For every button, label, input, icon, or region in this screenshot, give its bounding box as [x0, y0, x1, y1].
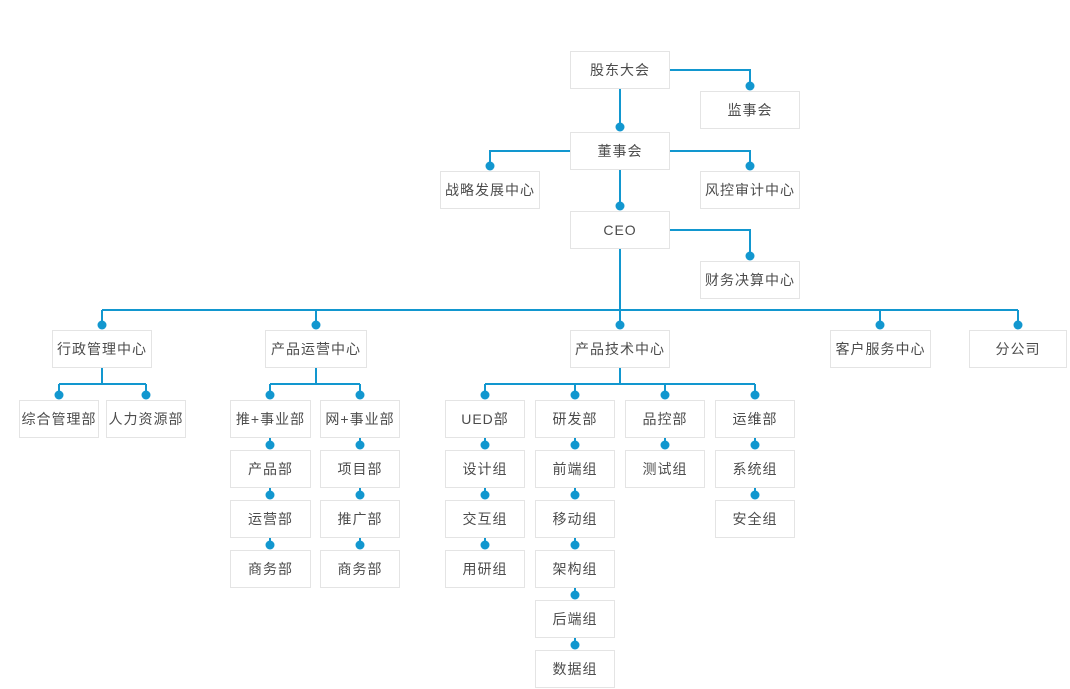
org-node-board: 董事会: [570, 132, 670, 170]
org-node-ceo: CEO: [570, 211, 670, 249]
org-node-branch-company: 分公司: [969, 330, 1067, 368]
org-node-product-tech-center: 产品技术中心: [570, 330, 670, 368]
org-node-admin-center: 行政管理中心: [52, 330, 152, 368]
org-node-design-team: 设计组: [445, 450, 525, 488]
org-node-finance-center: 财务决算中心: [700, 261, 800, 299]
edge-ceo-centers-bus: [97, 249, 1023, 330]
org-node-customer-service-center: 客户服务中心: [830, 330, 931, 368]
org-node-hr-dept: 人力资源部: [106, 400, 186, 438]
org-node-testing-team: 测试组: [625, 450, 705, 488]
edge-admin-children: [54, 368, 151, 400]
org-node-frontend-team: 前端组: [535, 450, 615, 488]
edge-stack-tui-division: [265, 438, 275, 550]
org-node-general-mgmt-dept: 综合管理部: [19, 400, 99, 438]
org-node-architecture-team: 架构组: [535, 550, 615, 588]
edge-product-ops-children: [265, 368, 365, 400]
org-node-shareholders: 股东大会: [570, 51, 670, 89]
edge-board-strategy: [485, 150, 570, 171]
org-node-project-dept: 项目部: [320, 450, 400, 488]
org-node-rnd-dept: 研发部: [535, 400, 615, 438]
edge-stack-rnd: [570, 438, 580, 650]
org-node-supervisory: 监事会: [700, 91, 800, 129]
org-node-product-dept: 产品部: [230, 450, 311, 488]
org-node-product-ops-center: 产品运营中心: [265, 330, 367, 368]
edge-board-risk-audit: [670, 150, 755, 171]
org-node-wang-division: 网+事业部: [320, 400, 400, 438]
org-node-om-dept: 运维部: [715, 400, 795, 438]
org-node-backend-team: 后端组: [535, 600, 615, 638]
org-node-security-team: 安全组: [715, 500, 795, 538]
org-node-risk-audit-center: 风控审计中心: [700, 171, 800, 209]
org-node-interaction-team: 交互组: [445, 500, 525, 538]
org-node-mobile-team: 移动组: [535, 500, 615, 538]
org-node-business-dept-wang: 商务部: [320, 550, 400, 588]
org-node-data-team: 数据组: [535, 650, 615, 688]
edge-shareholders-board: [615, 89, 625, 132]
edge-stack-qc: [660, 438, 670, 450]
edge-ceo-finance: [670, 229, 755, 261]
edge-product-tech-children: [480, 368, 760, 400]
org-node-user-research-team: 用研组: [445, 550, 525, 588]
org-node-qc-dept: 品控部: [625, 400, 705, 438]
edge-board-ceo: [615, 170, 625, 211]
org-node-business-dept-tui: 商务部: [230, 550, 311, 588]
org-node-tui-division: 推+事业部: [230, 400, 311, 438]
org-node-strategy-center: 战略发展中心: [440, 171, 540, 209]
edge-stack-ued: [480, 438, 490, 550]
org-node-operations-dept: 运营部: [230, 500, 311, 538]
org-node-system-team: 系统组: [715, 450, 795, 488]
edge-stack-wang-division: [355, 438, 365, 550]
org-node-promotion-dept: 推广部: [320, 500, 400, 538]
edge-stack-om: [750, 438, 760, 500]
org-node-ued-dept: UED部: [445, 400, 525, 438]
edge-shareholders-supervisory: [670, 69, 755, 91]
